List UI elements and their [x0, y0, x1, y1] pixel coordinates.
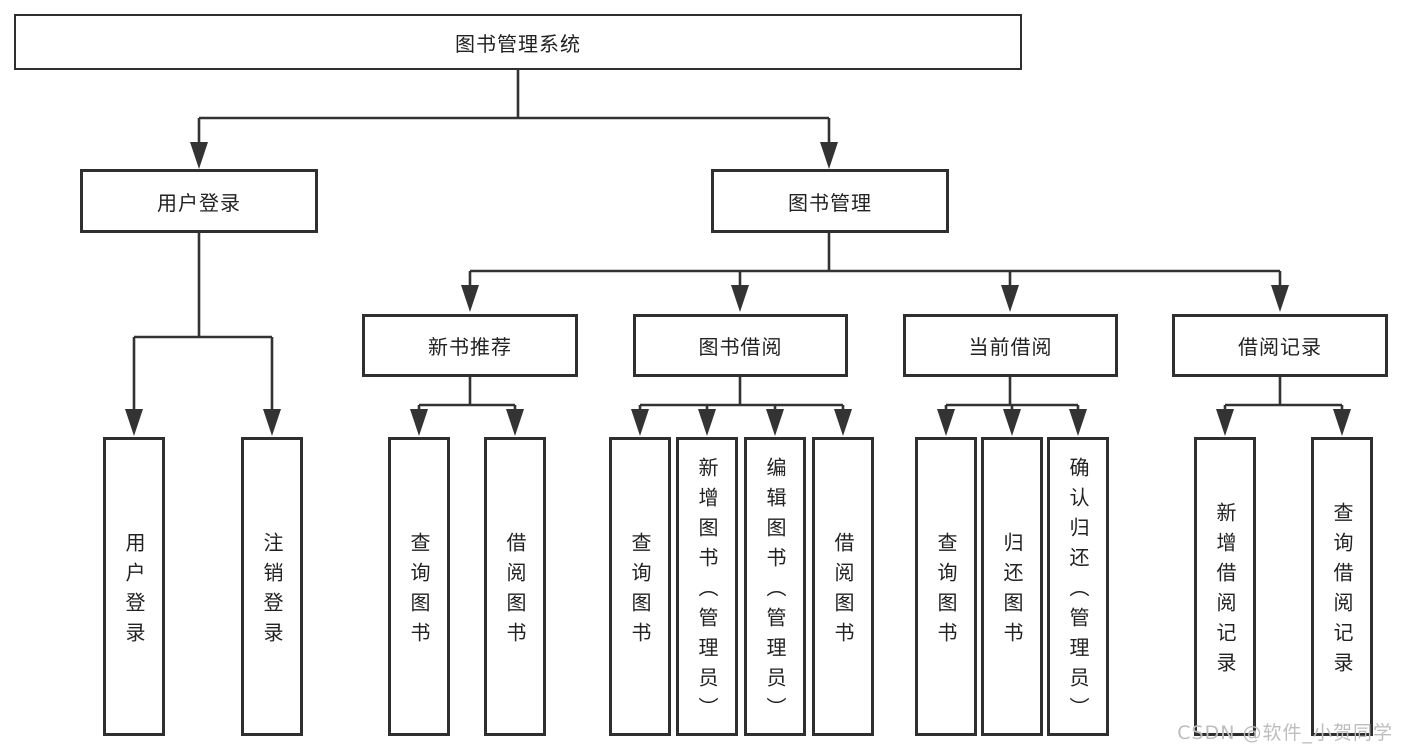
- arrowhead-icon: [263, 409, 281, 436]
- arrowhead-icon: [1001, 285, 1019, 312]
- arrowhead-icon: [125, 409, 143, 436]
- node-label: 查询图书: [628, 531, 652, 652]
- node-label: 新增借阅记录: [1213, 501, 1237, 682]
- node-label: 编辑图书（管理员）: [763, 456, 787, 727]
- node-label: 新书推荐: [428, 335, 512, 359]
- node-label: 确认归还（管理员）: [1066, 456, 1090, 727]
- node-borrowing-records: 借阅记录: [1172, 314, 1388, 377]
- arrowhead-icon: [631, 409, 649, 436]
- arrowhead-icon: [1216, 409, 1234, 436]
- arrowhead-icon: [820, 142, 838, 169]
- leaf-borrow-books-recommend: 借阅图书: [484, 437, 546, 736]
- node-label: 查询图书: [934, 531, 958, 652]
- arrowhead-icon: [410, 409, 428, 436]
- csdn-watermark: CSDN @软件_小贺同学: [1177, 722, 1393, 744]
- node-label: 图书借阅: [698, 335, 783, 359]
- leaf-query-books-borrow: 查询图书: [609, 437, 671, 736]
- leaf-return-books: 归还图书: [981, 437, 1043, 736]
- node-label: 图书管理系统: [455, 31, 581, 56]
- leaf-query-books-current: 查询图书: [915, 437, 977, 736]
- leaf-query-borrow-record: 查询借阅记录: [1311, 437, 1373, 736]
- arrowhead-icon: [1069, 409, 1087, 436]
- arrowhead-icon: [766, 409, 784, 436]
- arrowhead-icon: [834, 409, 852, 436]
- node-label: 图书管理: [788, 190, 872, 215]
- leaf-confirm-return-admin: 确认归还（管理员）: [1047, 437, 1109, 736]
- arrowhead-icon: [1003, 409, 1021, 436]
- node-label: 当前借阅: [968, 335, 1053, 359]
- connector-path: [132, 68, 1344, 412]
- arrowhead-icon: [190, 142, 208, 169]
- arrowhead-icon: [1333, 409, 1351, 436]
- node-label: 查询借阅记录: [1330, 501, 1354, 682]
- arrowhead-icon: [731, 285, 749, 312]
- leaf-borrow-books: 借阅图书: [812, 437, 874, 736]
- leaf-add-borrow-record: 新增借阅记录: [1194, 437, 1256, 736]
- arrowheads: [125, 142, 1351, 436]
- node-library-management-system: 图书管理系统: [14, 14, 1022, 70]
- node-label: 查询图书: [407, 531, 431, 652]
- node-book-borrowing: 图书借阅: [633, 314, 848, 377]
- arrowhead-icon: [461, 285, 479, 312]
- arrowhead-icon: [1271, 285, 1289, 312]
- arrowhead-icon: [937, 409, 955, 436]
- leaf-edit-book-admin: 编辑图书（管理员）: [744, 437, 806, 736]
- leaf-user-login: 用户登录: [103, 437, 165, 736]
- leaf-query-books-recommend: 查询图书: [388, 437, 450, 736]
- leaf-logout: 注销登录: [241, 437, 303, 736]
- node-label: 归还图书: [1000, 531, 1024, 652]
- node-label: 借阅图书: [831, 531, 855, 652]
- node-label: 借阅图书: [503, 531, 527, 652]
- node-current-borrowing: 当前借阅: [903, 314, 1118, 377]
- leaf-add-book-admin: 新增图书（管理员）: [676, 437, 738, 736]
- node-book-management: 图书管理: [711, 169, 949, 233]
- arrowhead-icon: [506, 409, 524, 436]
- node-label: 注销登录: [260, 531, 284, 652]
- node-label: 用户登录: [157, 190, 241, 215]
- node-user-login: 用户登录: [80, 169, 318, 233]
- node-label: 借阅记录: [1238, 335, 1322, 359]
- arrowhead-icon: [698, 409, 716, 436]
- node-label: 用户登录: [122, 531, 146, 652]
- node-new-book-recommendation: 新书推荐: [362, 314, 578, 377]
- node-label: 新增图书（管理员）: [695, 456, 719, 727]
